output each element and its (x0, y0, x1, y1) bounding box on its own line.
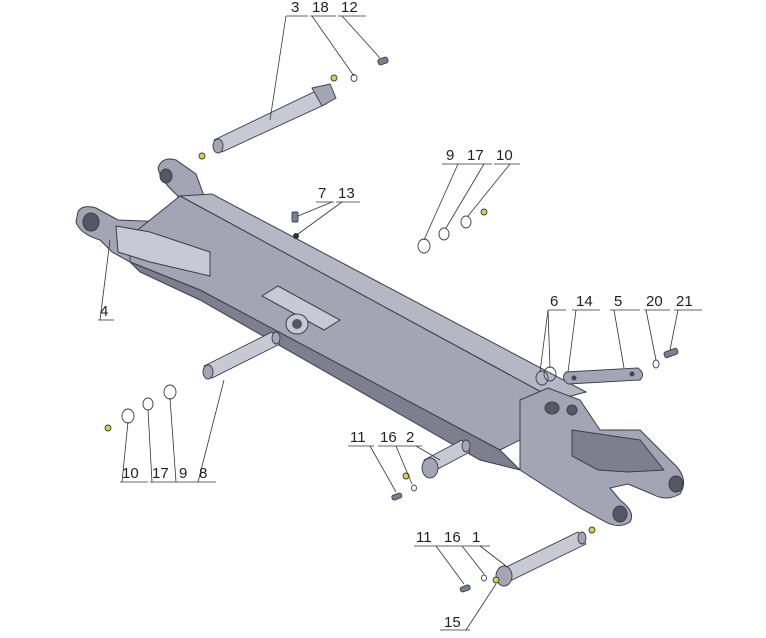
callout-18: 18 (312, 0, 329, 16)
bolt-11-lower (459, 584, 471, 593)
callout-9-upper: 9 (446, 147, 454, 164)
callout-5: 5 (614, 293, 622, 310)
pin-8 (202, 331, 281, 380)
washer-18 (350, 74, 358, 82)
callout-12: 12 (341, 0, 358, 16)
washer-17-lower (142, 397, 154, 411)
callout-15: 15 (444, 614, 461, 631)
loose-parts (104, 56, 679, 593)
washer-9-upper (417, 238, 431, 254)
bolt-7 (291, 211, 299, 223)
callout-labels: 3 18 12 9 17 10 7 13 4 6 14 5 20 21 11 1… (100, 0, 693, 631)
callout-1: 1 (472, 529, 480, 546)
nut-13 (293, 233, 299, 239)
callout-16-lower: 16 (444, 529, 461, 546)
callout-17-upper: 17 (467, 147, 484, 164)
washer-16-lower (481, 574, 487, 582)
washer-16-upper (411, 484, 417, 492)
callout-4: 4 (100, 303, 108, 320)
main-arm (75, 158, 685, 526)
grease-fitting (330, 74, 338, 82)
grease-fitting-15 (492, 576, 500, 584)
callout-21: 21 (676, 293, 693, 310)
washer-20 (652, 359, 660, 369)
washer-10-upper (460, 215, 472, 229)
ring-6a (535, 370, 549, 386)
callout-11-lower: 11 (416, 529, 432, 546)
plate-5 (563, 367, 643, 385)
callout-6: 6 (550, 293, 558, 310)
callout-10-lower: 10 (122, 465, 139, 482)
callout-20: 20 (646, 293, 663, 310)
grease-fitting (480, 208, 488, 216)
callout-2: 2 (406, 429, 414, 446)
callout-7: 7 (318, 185, 326, 202)
callout-9-lower: 9 (179, 465, 187, 482)
callout-13: 13 (338, 185, 355, 202)
callout-17-lower: 17 (152, 465, 169, 482)
pin-3 (212, 83, 337, 154)
bolt-12 (377, 56, 389, 66)
washer-9-lower (163, 384, 177, 400)
leader-lines (98, 15, 702, 631)
pin-2 (421, 439, 471, 479)
callout-11-upper: 11 (350, 429, 366, 446)
callout-14: 14 (576, 293, 593, 310)
washer-17-upper (438, 227, 450, 241)
bolt-21 (663, 347, 679, 359)
callout-3: 3 (291, 0, 299, 16)
washer-10-lower (121, 408, 135, 424)
callout-8: 8 (199, 465, 207, 482)
grease-fitting (198, 152, 206, 160)
callout-10-upper: 10 (496, 147, 513, 164)
callout-16-upper: 16 (380, 429, 397, 446)
bolt-11-upper (391, 492, 403, 501)
pin-1 (495, 531, 587, 587)
grease-fitting (588, 526, 596, 534)
grease-fitting (104, 424, 112, 432)
